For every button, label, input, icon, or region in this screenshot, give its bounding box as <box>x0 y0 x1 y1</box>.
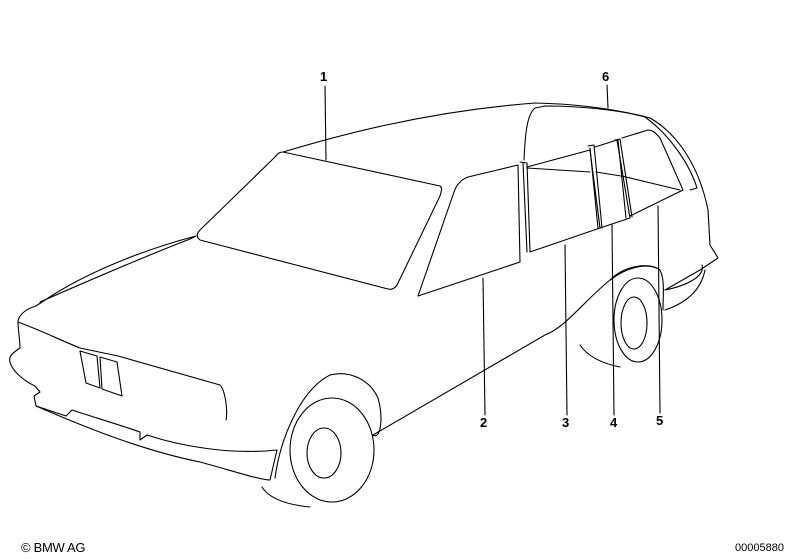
rear-wheel-arch <box>609 265 664 311</box>
callout-1[interactable]: 1 <box>320 69 328 84</box>
leader-line-3 <box>564 244 568 416</box>
leader-line-2 <box>482 277 486 416</box>
callout-5[interactable]: 5 <box>656 413 664 428</box>
rear-roof-trim <box>523 105 698 191</box>
roof-outline <box>282 102 719 291</box>
front-door-window <box>417 164 521 297</box>
callout-2[interactable]: 2 <box>480 415 488 430</box>
callout-6[interactable]: 6 <box>602 69 610 84</box>
leader-line-5 <box>657 205 661 414</box>
front-wheel-arch <box>274 373 382 479</box>
rear-door-window <box>526 149 601 253</box>
callout-3[interactable]: 3 <box>562 415 570 430</box>
drawing-number: 00005880 <box>735 542 784 554</box>
side-sill <box>372 265 661 436</box>
rear-hub <box>620 296 648 350</box>
front-face <box>9 321 278 452</box>
windshield-outline <box>196 151 443 290</box>
callout-4[interactable]: 4 <box>610 415 618 430</box>
copyright-label: © BMW AG <box>21 540 86 555</box>
kidney-grille-left <box>79 350 101 389</box>
rear-side-window <box>621 129 684 217</box>
front-upper-edge <box>17 321 228 421</box>
quarter-window <box>594 139 631 229</box>
front-bumper <box>35 405 278 481</box>
front-wheel <box>289 397 375 503</box>
leader-line-6 <box>606 84 609 109</box>
hood-outline <box>17 235 197 323</box>
rear-bumper <box>664 264 706 311</box>
kidney-grille-right <box>99 356 123 397</box>
leader-line-1 <box>324 85 327 161</box>
leader-line-4 <box>611 224 615 416</box>
rear-wheel <box>613 277 663 363</box>
front-hub <box>306 427 342 479</box>
